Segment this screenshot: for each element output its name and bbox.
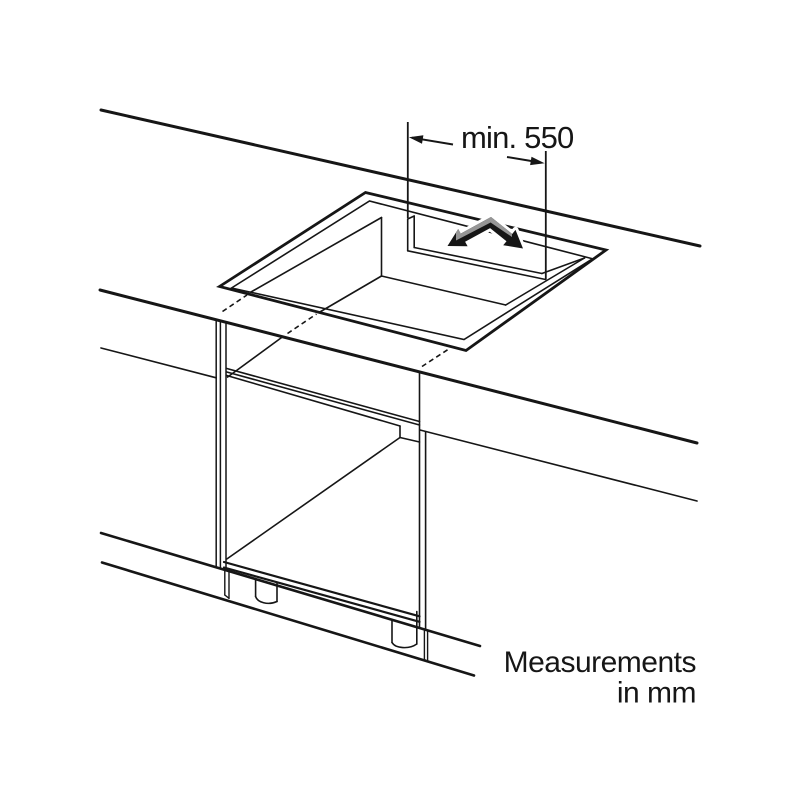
svg-text:min. 550: min. 550 [461,120,574,155]
svg-text:Measurements: Measurements [504,646,696,679]
svg-text:in mm: in mm [617,677,696,710]
